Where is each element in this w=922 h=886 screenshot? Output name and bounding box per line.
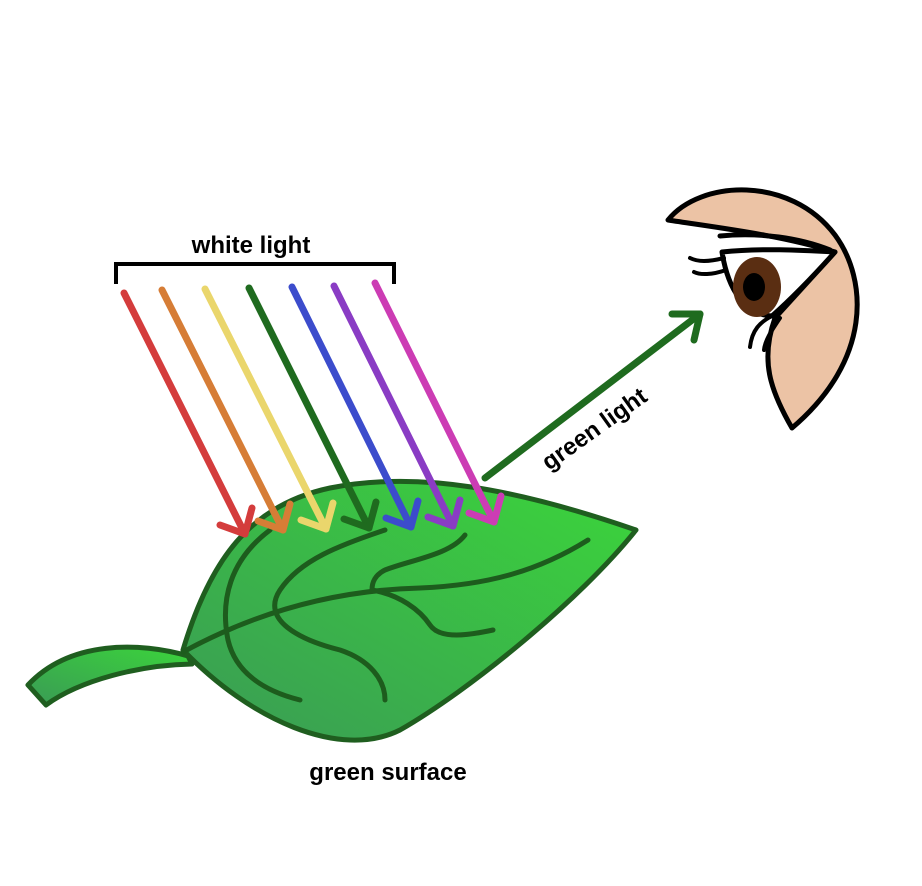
eyelashes (688, 256, 782, 352)
leaf-stem (25, 644, 195, 708)
yellow-ray (201, 285, 337, 533)
pupil (743, 273, 765, 301)
incoming-rays (120, 279, 505, 538)
magenta-ray (371, 279, 505, 526)
red-ray (120, 289, 256, 538)
white-light-label: white light (191, 232, 311, 259)
violet-ray (330, 282, 464, 530)
green-surface-label: green surface (309, 759, 466, 786)
orange-ray (158, 286, 294, 534)
eye-crease (717, 232, 833, 253)
white-light-bracket (114, 262, 396, 284)
leaf-veins (180, 527, 591, 703)
reflected-green-ray (481, 310, 704, 482)
blue-ray (288, 283, 422, 531)
eye-icon (665, 187, 860, 431)
green-ray (245, 284, 380, 532)
